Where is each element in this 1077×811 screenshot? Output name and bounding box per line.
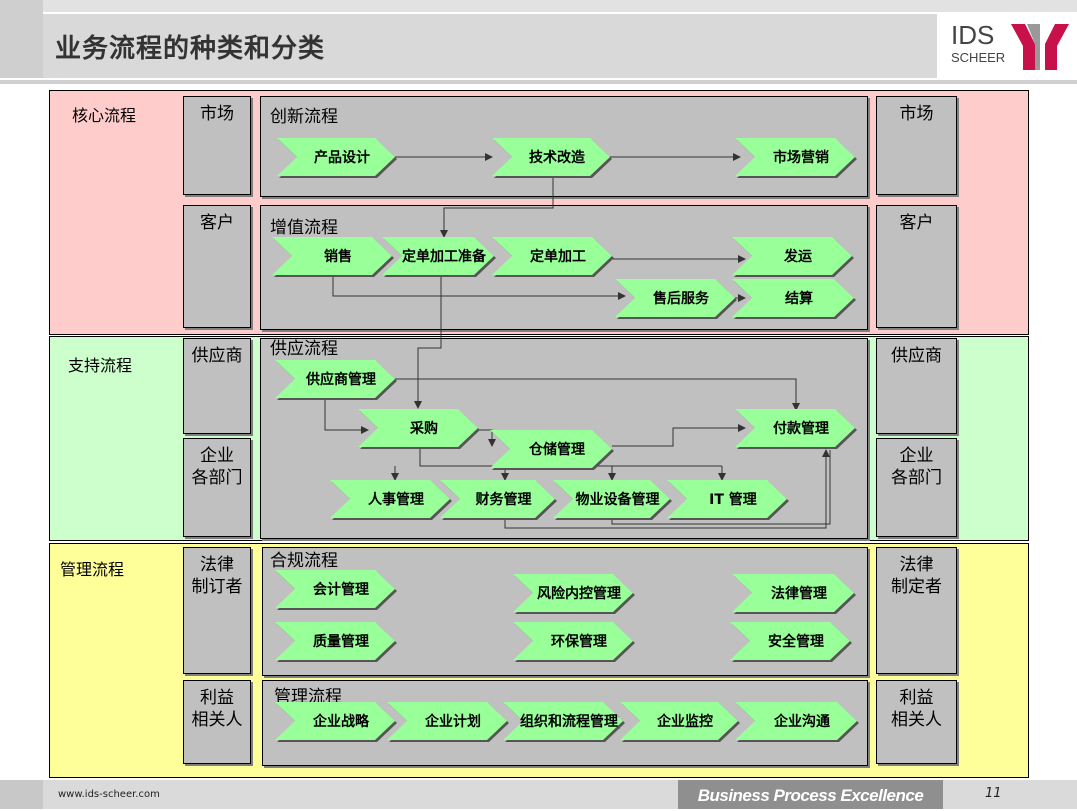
- section-label-management: 管理流程: [60, 560, 125, 579]
- step-order-prep[interactable]: 定单加工准备: [382, 237, 494, 275]
- header-separator: [0, 80, 1077, 84]
- logo-mark-icon: [1011, 24, 1069, 70]
- step-after-sales[interactable]: 售后服务: [615, 279, 735, 317]
- right-box-legislator: 法律 制定者: [876, 547, 957, 674]
- step-it[interactable]: IT 管理: [667, 480, 787, 518]
- panel-title-value: 增值流程: [270, 218, 338, 238]
- step-legal[interactable]: 法律管理: [732, 574, 854, 612]
- step-accounting[interactable]: 会计管理: [275, 570, 395, 608]
- panel-title-innovation: 创新流程: [270, 107, 338, 127]
- panel-title-compliance: 合规流程: [270, 551, 338, 571]
- ids-scheer-logo: IDS SCHEER: [937, 14, 1077, 78]
- step-strategy[interactable]: 企业战略: [275, 702, 395, 740]
- step-communication[interactable]: 企业沟通: [735, 702, 857, 740]
- title-band: [43, 14, 937, 78]
- step-planning[interactable]: 企业计划: [387, 702, 507, 740]
- step-product-design[interactable]: 产品设计: [277, 138, 395, 176]
- step-shipping[interactable]: 发运: [732, 237, 852, 275]
- step-monitoring[interactable]: 企业监控: [620, 702, 738, 740]
- step-org-process[interactable]: 组织和流程管理: [503, 702, 623, 740]
- footer-tagline: Business Process Excellence: [678, 780, 943, 809]
- right-box-stakeholders: 利益 相关人: [876, 680, 957, 764]
- step-tech-improvement[interactable]: 技术改造: [492, 138, 610, 176]
- page-number: 11: [985, 786, 1002, 801]
- step-quality[interactable]: 质量管理: [275, 622, 395, 660]
- right-box-customer: 客户: [876, 205, 957, 328]
- logo-text-ids: IDS: [951, 20, 995, 50]
- section-label-support: 支持流程: [68, 356, 133, 375]
- logo-text-scheer: SCHEER: [951, 50, 1006, 65]
- panel-title-supply: 供应流程: [270, 339, 338, 359]
- left-box-departments: 企业 各部门: [183, 438, 251, 537]
- right-box-supplier: 供应商: [876, 338, 957, 434]
- step-procurement[interactable]: 采购: [358, 409, 478, 447]
- step-environment[interactable]: 环保管理: [513, 622, 633, 660]
- step-supplier-mgmt[interactable]: 供应商管理: [275, 360, 395, 398]
- left-box-customer: 客户: [183, 205, 251, 328]
- step-warehouse[interactable]: 仓储管理: [490, 430, 612, 468]
- right-box-market: 市场: [876, 96, 957, 195]
- step-facilities[interactable]: 物业设备管理: [553, 480, 670, 518]
- left-box-legislator: 法律 制订者: [183, 547, 251, 674]
- step-finance[interactable]: 财务管理: [440, 480, 555, 518]
- step-hr[interactable]: 人事管理: [330, 480, 450, 518]
- step-payment[interactable]: 付款管理: [735, 409, 855, 447]
- top-left-block: [0, 0, 43, 78]
- footer-url[interactable]: www.ids-scheer.com: [58, 789, 160, 800]
- step-settlement[interactable]: 结算: [732, 279, 854, 317]
- right-box-departments: 企业 各部门: [876, 438, 957, 537]
- step-risk-control[interactable]: 风险内控管理: [513, 574, 633, 612]
- section-label-core: 核心流程: [72, 106, 137, 125]
- left-box-market: 市场: [183, 96, 251, 195]
- top-strip: [0, 0, 1077, 12]
- page-title: 业务流程的种类和分类: [55, 34, 326, 64]
- left-box-stakeholders: 利益 相关人: [183, 680, 251, 764]
- left-box-supplier: 供应商: [183, 338, 251, 434]
- step-safety[interactable]: 安全管理: [730, 622, 850, 660]
- step-marketing[interactable]: 市场营销: [735, 138, 855, 176]
- footer-left-block: [0, 780, 43, 809]
- step-order-processing[interactable]: 定单加工: [492, 237, 612, 275]
- step-sales[interactable]: 销售: [272, 237, 392, 275]
